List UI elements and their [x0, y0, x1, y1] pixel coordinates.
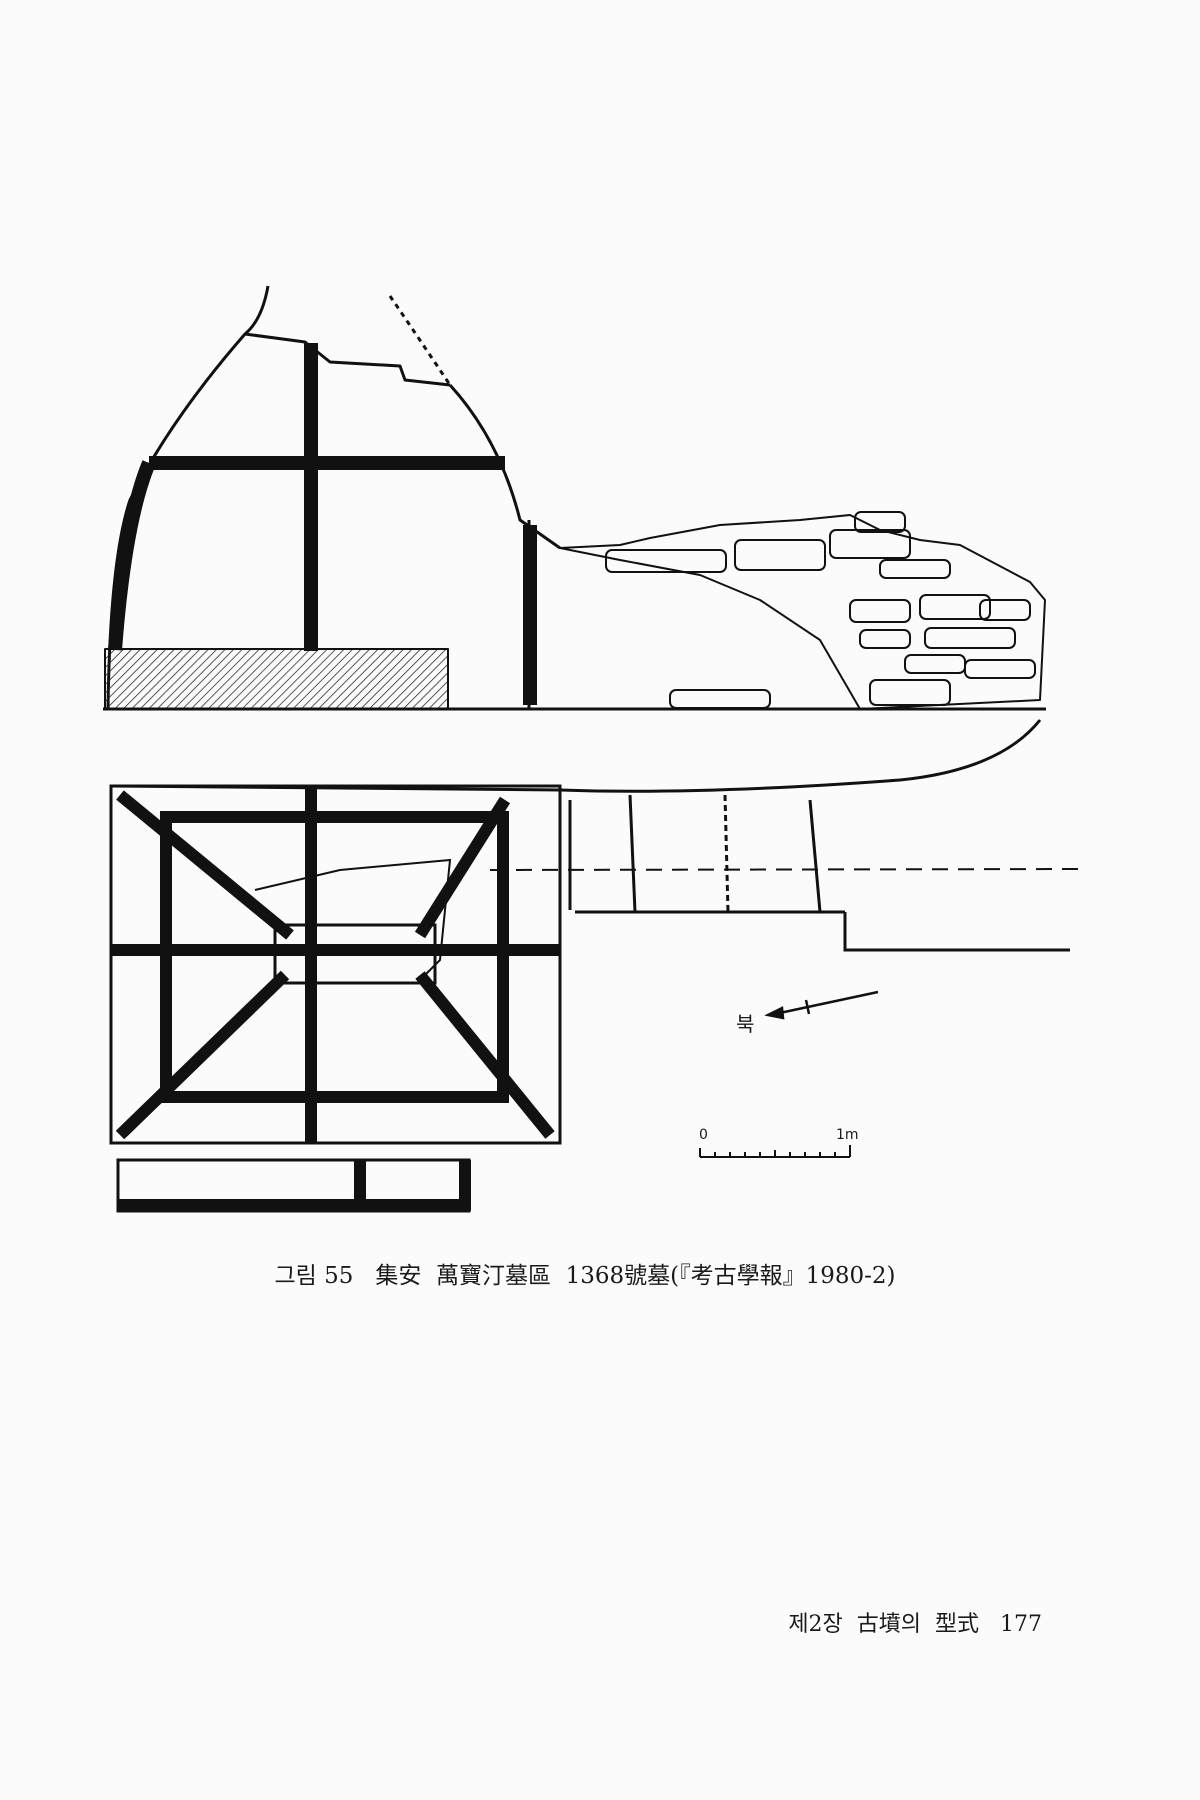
plan-wall-bands — [111, 786, 560, 1211]
scale-start-label: 0 — [699, 1127, 708, 1143]
outer-plan-wall — [109, 784, 562, 1145]
page-number: 177 — [1000, 1612, 1042, 1637]
scale-bar — [699, 1145, 851, 1158]
ground-curve — [110, 719, 1042, 793]
dome-right-wall — [448, 383, 561, 550]
dome-right-dashed — [388, 295, 452, 386]
collapsed-ceiling — [254, 858, 452, 981]
thick-wall-bands — [108, 343, 537, 705]
stone-masonry-outline — [559, 514, 1046, 710]
page-footer: 제2장 古墳의 型式 177 — [788, 1606, 1042, 1638]
running-head: 제2장 古墳의 型式 — [788, 1612, 980, 1637]
scale-end-label: 1m — [836, 1127, 859, 1143]
figure-caption: 그림 55 集安 萬寶汀墓區 1368號墓(『考古學報』1980-2) — [274, 1263, 896, 1289]
hatched-floor — [104, 648, 449, 710]
masonry-stones — [605, 511, 1036, 709]
dome-top-edge — [244, 332, 451, 387]
north-label: 북 — [736, 1012, 755, 1036]
axis-dashed-line — [489, 868, 1089, 871]
north-arrow-icon — [764, 990, 879, 1020]
